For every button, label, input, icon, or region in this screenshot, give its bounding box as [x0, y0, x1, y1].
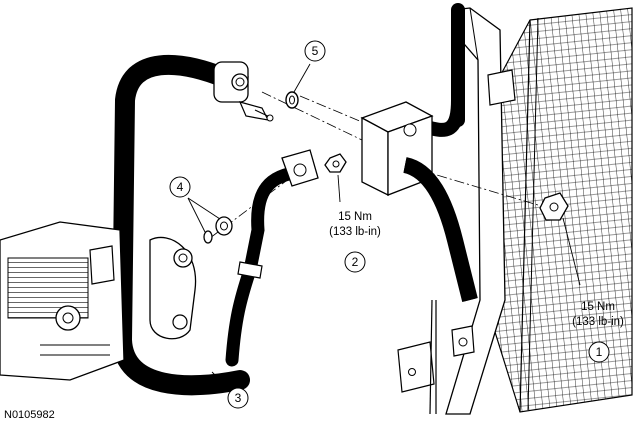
o-rings: [203, 91, 299, 244]
fittings: [324, 153, 569, 221]
torque-lbin-condenser: (133 lb-in): [572, 316, 624, 328]
discharge-line: [111, 54, 274, 396]
suction-line: [225, 149, 319, 367]
leader-lines: [187, 63, 581, 391]
torque-spec-condenser: 15 Nm (133 lb-in): [572, 301, 624, 328]
torque-lbin-nut: (133 lb-in): [329, 226, 381, 238]
callout-4: 4: [169, 176, 191, 198]
torque-nm-nut: 15 Nm: [338, 211, 372, 223]
condenser-outlet-tube: [402, 157, 478, 302]
callout-1: 1: [588, 341, 610, 363]
compressor: [0, 221, 197, 381]
alignment-lines: [209, 91, 549, 239]
torque-spec-nut: 15 Nm (133 lb-in): [329, 211, 381, 238]
callout-2: 2: [344, 251, 366, 273]
callout-1-number: 1: [596, 345, 603, 359]
callout-4-number: 4: [177, 180, 184, 194]
radiator-support: [397, 7, 506, 415]
callout-3: 3: [227, 387, 249, 409]
torque-nm-condenser: 15 Nm: [581, 301, 615, 313]
callout-2-number: 2: [352, 255, 359, 269]
callout-5: 5: [304, 40, 326, 62]
callout-3-number: 3: [235, 391, 242, 405]
callout-5-number: 5: [312, 44, 319, 58]
figure-id: N0105982: [4, 409, 55, 421]
